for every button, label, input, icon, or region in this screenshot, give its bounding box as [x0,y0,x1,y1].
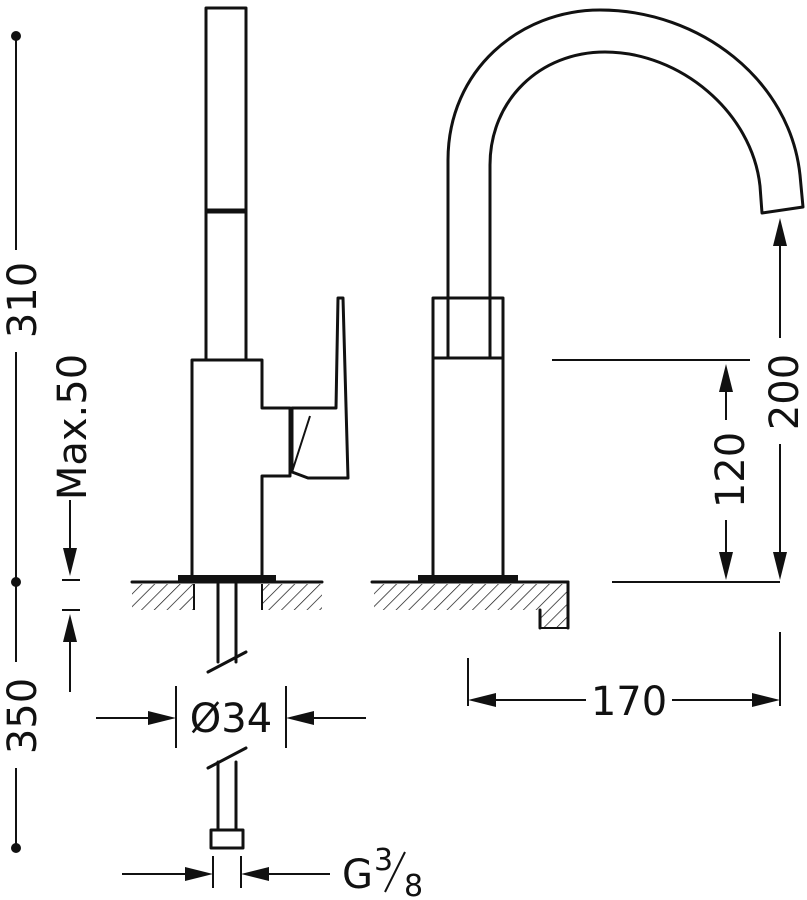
spout-reach-dimension: 170 [467,632,781,725]
gooseneck-spout [446,8,805,300]
faucet-front-view [418,8,805,582]
faucet-side-view [178,6,350,582]
dim-label-120: 120 [708,432,754,508]
deck-hatch-left [132,584,194,610]
dim-label-200: 200 [762,354,807,430]
pipe-break-upper [206,650,248,674]
arrow-head-down [63,548,77,576]
arrow-120-top [719,364,733,392]
arrow-200-bottom [773,552,787,580]
base-flange [178,575,276,582]
arrow-head-up [63,614,77,642]
dim-point-deck [11,577,21,587]
pipe-connector [209,828,245,850]
dim-label-170: 170 [591,679,667,725]
handle-height-dimension: 120 [552,359,780,583]
deck-hatch-main [374,584,568,610]
dim-label-thread-den: 8 [404,869,423,900]
dim-label-thread-num: 3 [374,843,393,878]
supply-pipe [206,582,248,850]
lever-handle [290,296,350,480]
dia-arrow-head-right [286,711,314,725]
arrow-170-right [752,693,780,707]
dim-label-350: 350 [0,678,46,754]
base-flange-front [418,575,518,582]
deck-hatch-lip [540,610,568,628]
spout-height-dimension: 200 [762,218,807,580]
left-deck-section [130,580,324,610]
hole-diameter-dimension: Ø34 [96,686,366,748]
dim-label-thread-g: G [342,852,373,898]
overall-height-dimension: 310 350 [0,31,46,853]
dim-point-bottom [11,843,21,853]
arrow-120-bottom [719,552,733,580]
dim-label-310: 310 [0,262,46,338]
spout-column [204,6,248,362]
right-deck-section [370,580,570,630]
deck-hatch-right [262,584,322,610]
arrow-200-top [773,218,787,246]
arrow-170-left [468,693,496,707]
deck-thickness-dimension: Max.50 [50,354,96,692]
thread-arrow-head-right [241,867,269,881]
lever-detail [291,415,311,473]
dim-label-diameter: Ø34 [190,696,272,742]
thread-fraction-slash [384,851,406,893]
connection-thread-dimension: G 3 8 [122,843,423,900]
mixer-body [190,358,292,579]
spout-collar [431,296,505,360]
pipe-break-lower [206,746,248,770]
dim-label-max50: Max.50 [50,354,96,500]
thread-arrow-head-left [185,867,213,881]
mixer-body-front [431,356,505,579]
dim-point-top [11,31,21,41]
dia-arrow-head-left [148,711,176,725]
